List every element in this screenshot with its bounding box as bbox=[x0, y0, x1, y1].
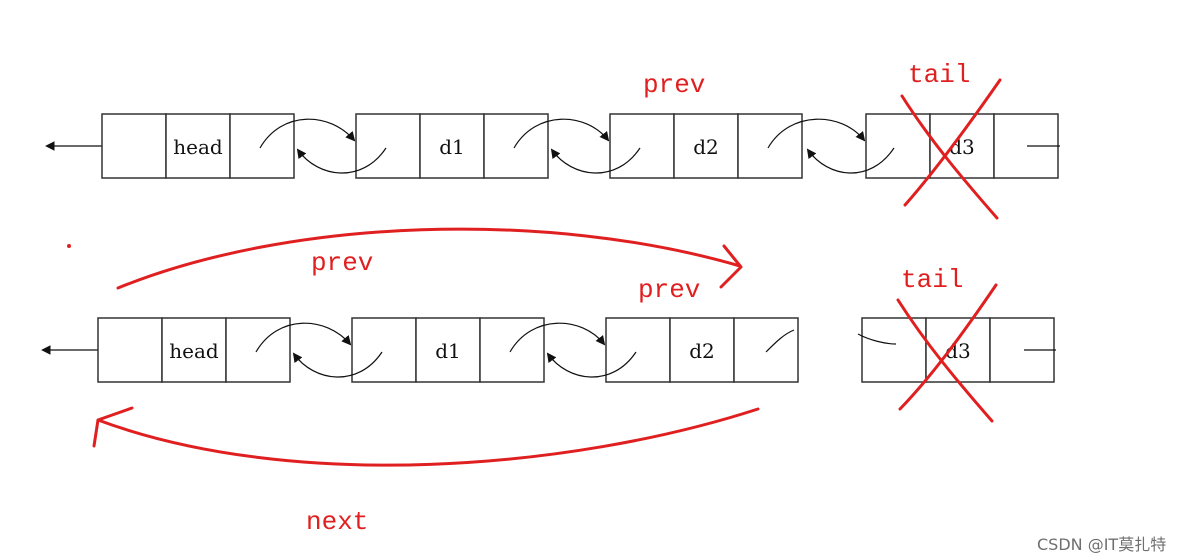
bottom-d3-prev-fragment bbox=[857, 333, 897, 345]
prev-long-arrow-head bbox=[719, 244, 743, 289]
top-row: head d1 d2 d3 bbox=[45, 60, 1060, 220]
node-head: head bbox=[101, 113, 295, 179]
bottom-d2-next-fragment bbox=[765, 329, 795, 353]
bottom-head-next-cell bbox=[225, 317, 291, 383]
bottom-d1-next-cell bbox=[479, 317, 545, 383]
d2-prev-link-arrow bbox=[550, 147, 641, 174]
head-next-link-arrow bbox=[259, 118, 356, 149]
bottom-d2-prev-cell bbox=[605, 317, 671, 383]
d2-label: d2 bbox=[693, 135, 719, 159]
d2-prev-cell bbox=[609, 113, 675, 179]
bottom-tail-label: tail bbox=[901, 265, 963, 295]
d1-prev-cell bbox=[355, 113, 421, 179]
bottom-d2-data-cell bbox=[669, 317, 735, 383]
bottom-d3-prev-cell bbox=[861, 317, 927, 383]
next-long-arrow-head bbox=[92, 406, 134, 448]
mid-prev-label-left: prev bbox=[311, 248, 373, 278]
bottom-d1-prev-link-arrow bbox=[292, 351, 383, 378]
d2-next-link-arrow bbox=[767, 118, 866, 149]
bottom-head-label: head bbox=[169, 339, 219, 363]
bottom-node-d3: d3 bbox=[861, 317, 1055, 383]
next-long-arrow-curve bbox=[96, 407, 760, 467]
bottom-node-d1: d1 bbox=[351, 317, 545, 383]
bottom-d2-next-cell bbox=[733, 317, 799, 383]
bottom-d3-cross-stroke-1 bbox=[896, 298, 994, 423]
bottom-node-head: head bbox=[97, 317, 291, 383]
bottom-head-next-link-arrow bbox=[255, 322, 352, 353]
d1-data-cell bbox=[419, 113, 485, 179]
d2-data-cell bbox=[673, 113, 739, 179]
bottom-head-prev-cell bbox=[97, 317, 163, 383]
d1-label: d1 bbox=[439, 135, 465, 159]
top-d3-cross-stroke-2 bbox=[903, 78, 1002, 207]
d1-prev-link-arrow bbox=[296, 147, 387, 174]
head-prev-cell bbox=[101, 113, 167, 179]
bottom-d1-next-link-arrow bbox=[509, 322, 606, 353]
bottom-node-d2: d2 bbox=[605, 317, 799, 383]
bottom-row: head d1 d2 d3 bbox=[41, 265, 1056, 537]
watermark: CSDN @IT莫扎特 bbox=[1037, 535, 1167, 554]
d3-prev-link-arrow bbox=[806, 147, 895, 174]
bottom-d2-prev-link-arrow bbox=[546, 351, 637, 378]
bottom-d2-label: d2 bbox=[689, 339, 715, 363]
d1-next-cell bbox=[483, 113, 549, 179]
mid-prev-label-right: prev bbox=[638, 275, 700, 305]
prev-long-arrow-curve bbox=[116, 227, 742, 290]
bottom-d1-label: d1 bbox=[435, 339, 461, 363]
bottom-d3-data-cell bbox=[925, 317, 991, 383]
head-next-cell bbox=[229, 113, 295, 179]
head-label: head bbox=[173, 135, 223, 159]
next-label: next bbox=[306, 507, 368, 537]
bottom-d3-cross-stroke-2 bbox=[898, 283, 998, 411]
top-prev-label: prev bbox=[643, 70, 705, 100]
bottom-d1-prev-cell bbox=[351, 317, 417, 383]
node-d1: d1 bbox=[355, 113, 549, 179]
d2-next-cell bbox=[737, 113, 803, 179]
red-dot bbox=[67, 244, 71, 248]
d1-next-link-arrow bbox=[513, 118, 610, 149]
middle-annotations: prev prev bbox=[67, 227, 743, 305]
top-tail-label: tail bbox=[908, 60, 970, 90]
bottom-head-data-cell bbox=[161, 317, 227, 383]
bottom-d1-data-cell bbox=[415, 317, 481, 383]
node-d3: d3 bbox=[865, 113, 1059, 179]
node-d2: d2 bbox=[609, 113, 803, 179]
top-d3-cross-stroke-1 bbox=[900, 94, 999, 220]
